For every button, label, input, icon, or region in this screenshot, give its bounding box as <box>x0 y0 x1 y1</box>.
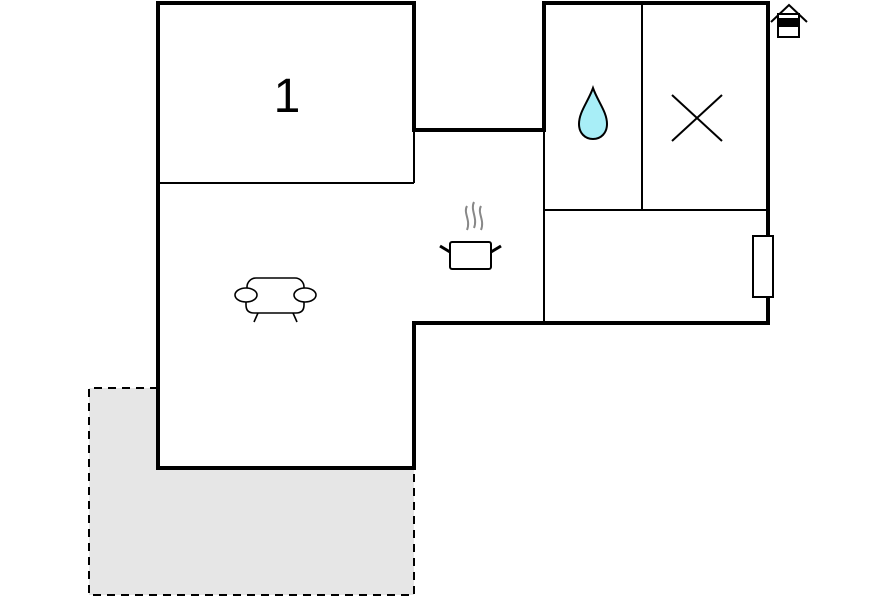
cross-icon <box>671 94 723 142</box>
cooking-pot-icon <box>439 201 502 270</box>
outer-wall <box>156 1 770 470</box>
water-drop-icon <box>577 85 609 141</box>
sofa-icon <box>234 277 317 323</box>
room-number-label: 1 <box>274 70 301 123</box>
house-entrance-icon <box>770 3 808 38</box>
door-icon <box>752 235 774 298</box>
